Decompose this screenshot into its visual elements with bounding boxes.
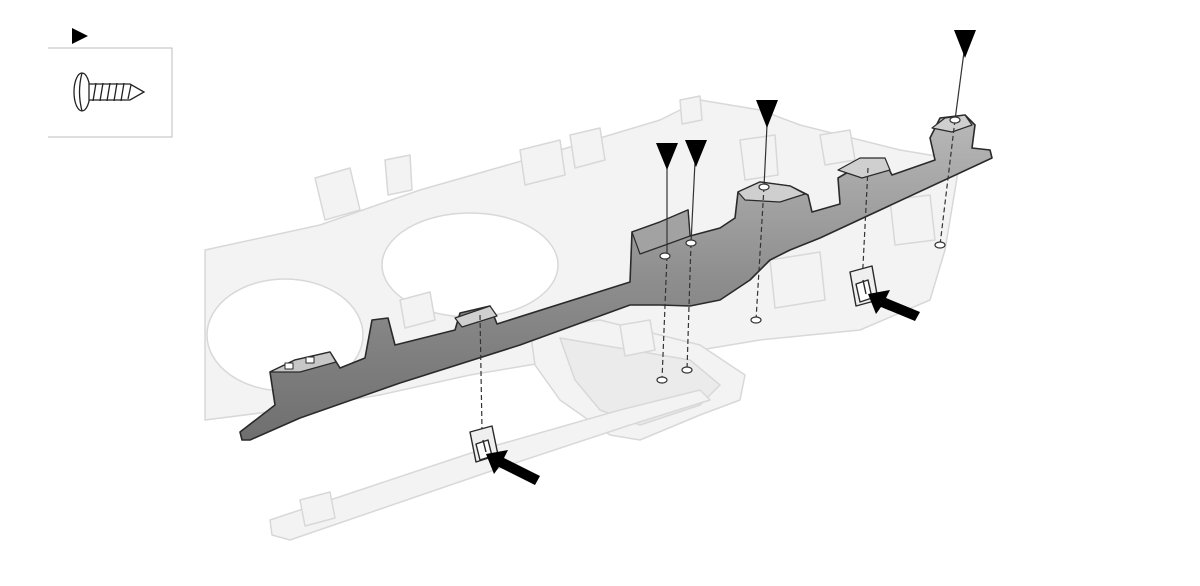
triangle-pointer-icon	[685, 140, 707, 167]
triangle-pointer-icon	[756, 100, 778, 128]
arrow-icon	[868, 290, 920, 321]
screw-guides	[479, 51, 965, 431]
clip-arrows	[486, 290, 920, 485]
triangle-pointer-icon	[72, 28, 88, 44]
screw-markers	[656, 30, 976, 170]
legend-box	[48, 28, 173, 138]
trim-bracket	[239, 114, 993, 441]
triangle-pointer-icon	[656, 143, 678, 170]
arrow-icon	[486, 450, 540, 485]
screw-holes	[656, 116, 961, 384]
pan-head-screw-icon	[73, 72, 146, 112]
triangle-pointer-icon	[954, 30, 976, 58]
